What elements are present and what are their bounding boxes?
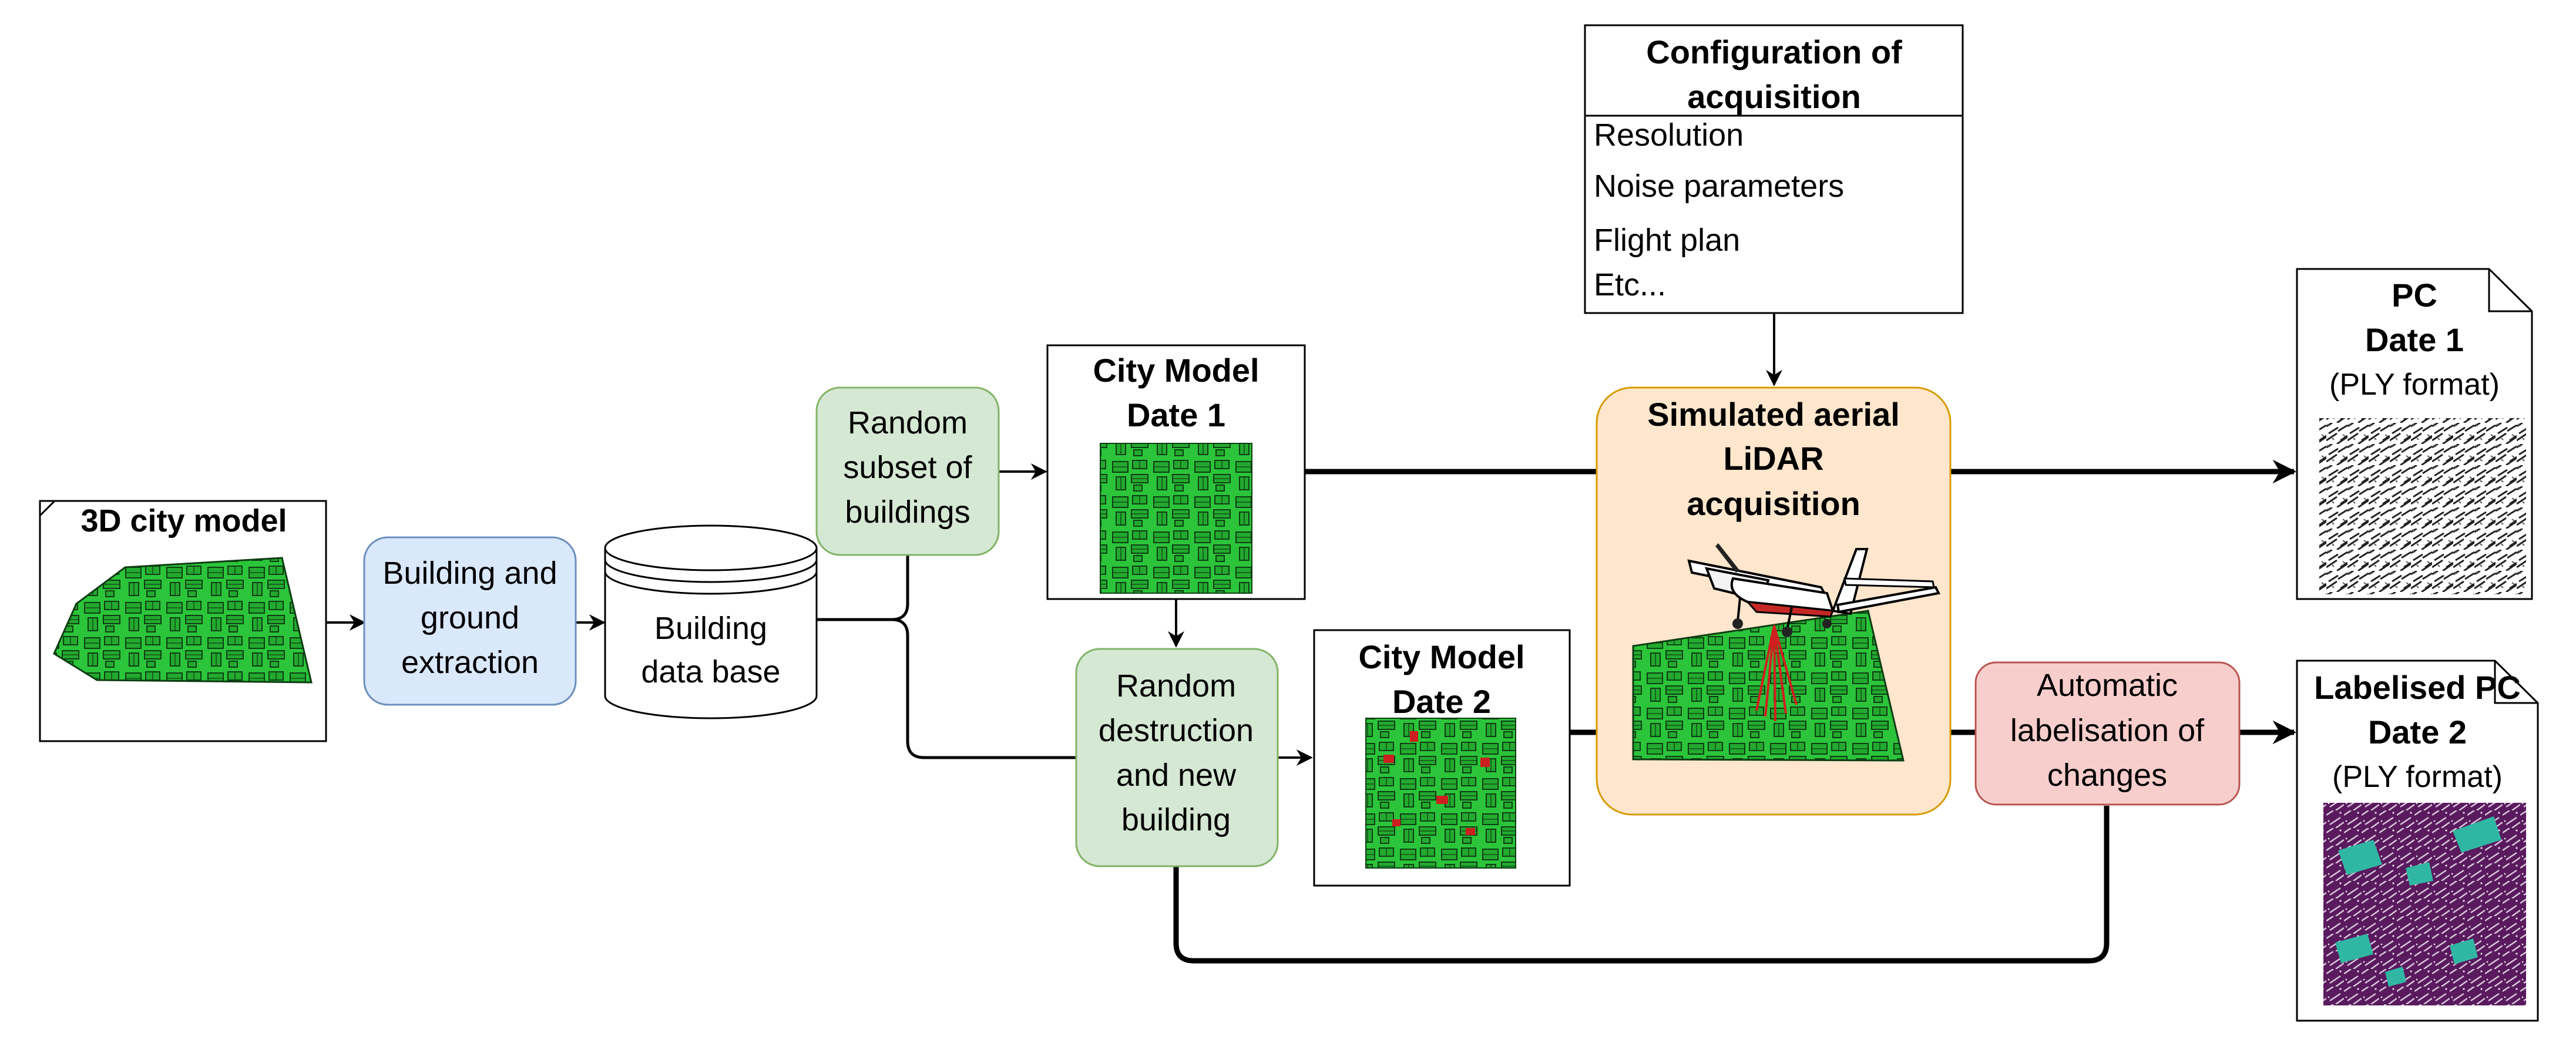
date1-city-thumbnail-icon — [1100, 443, 1252, 594]
simulation-title-2: LiDAR — [1723, 440, 1823, 477]
simulation-title-3: acquisition — [1687, 485, 1860, 522]
simulation-box: Simulated aerial LiDAR acquisition — [1596, 386, 1952, 816]
pc-date1-title-1: PC — [2392, 277, 2437, 314]
source-title: 3D city model — [80, 503, 287, 539]
destruction-label-3: and new — [1116, 758, 1237, 793]
city-model-thumbnail-icon — [53, 557, 313, 684]
subset-label-3: buildings — [845, 494, 970, 530]
labelisation-label-2: labelisation of — [2010, 713, 2205, 748]
date1-title-2: Date 1 — [1127, 396, 1225, 433]
subset-label-2: subset of — [843, 450, 972, 485]
config-item-etc: Etc... — [1594, 267, 1666, 302]
random-destruction-box: Random destruction and new building — [1075, 648, 1279, 867]
labelisation-label-1: Automatic — [2037, 668, 2178, 703]
connectors — [326, 312, 2297, 964]
simulation-title-1: Simulated aerial — [1647, 396, 1900, 433]
destruction-label-1: Random — [1116, 668, 1236, 704]
config-item-resolution: Resolution — [1594, 117, 1744, 153]
database-label-1: Building — [654, 611, 767, 646]
point-cloud-thumbnail-icon — [2319, 418, 2526, 594]
city-model-date2: City Model Date 2 — [1313, 629, 1571, 887]
pc-date1-format: (PLY format) — [2329, 368, 2500, 402]
extraction-label-2: ground — [421, 600, 519, 635]
subset-label-1: Random — [848, 405, 968, 440]
database-label-2: data base — [641, 654, 780, 689]
arrow-database-to-subset — [817, 555, 909, 621]
date1-title-1: City Model — [1093, 352, 1259, 389]
config-item-noise: Noise parameters — [1594, 169, 1844, 204]
config-title-1: Configuration of — [1646, 33, 1902, 70]
pc-date1-document: PC Date 1 (PLY format) — [2296, 268, 2533, 600]
city-model-date1: City Model Date 1 — [1046, 344, 1306, 600]
labelled-point-cloud-thumbnail-icon — [2323, 803, 2526, 1005]
destruction-label-4: building — [1121, 802, 1231, 837]
date2-title-2: Date 2 — [1392, 683, 1491, 720]
random-subset-box: Random subset of buildings — [815, 386, 1000, 556]
extraction-label-3: extraction — [401, 645, 539, 680]
pc-date2-format: (PLY format) — [2332, 760, 2503, 794]
lidar-beams-icon — [1755, 625, 1798, 722]
date2-city-thumbnail-icon — [1365, 718, 1516, 869]
aircraft-icon — [1687, 543, 1940, 637]
pc-date1-title-2: Date 1 — [2365, 321, 2464, 358]
config-item-flight-plan: Flight plan — [1594, 223, 1740, 258]
pc-date2-title-1: Labelised PC — [2314, 669, 2521, 706]
labelisation-label-3: changes — [2047, 758, 2167, 793]
config-title-2: acquisition — [1687, 78, 1861, 115]
date2-title-1: City Model — [1358, 638, 1524, 675]
destruction-label-2: destruction — [1099, 713, 1254, 748]
pc-date2-document: Labelised PC Date 2 (PLY format) — [2296, 660, 2539, 1022]
building-database: Building data base — [604, 524, 818, 719]
extraction-label-1: Building and — [382, 556, 557, 591]
source-3d-city-model: 3D city model — [39, 500, 327, 742]
labelisation-box: Automatic labelisation of changes — [1974, 661, 2241, 806]
extraction-box: Building and ground extraction — [363, 536, 577, 706]
configuration-box: Configuration of acquisition Resolution … — [1584, 24, 1964, 314]
line-destruction-to-labelisation — [1173, 806, 2110, 964]
arrow-database-to-destruction — [891, 618, 1076, 759]
pc-date2-title-2: Date 2 — [2368, 714, 2467, 751]
